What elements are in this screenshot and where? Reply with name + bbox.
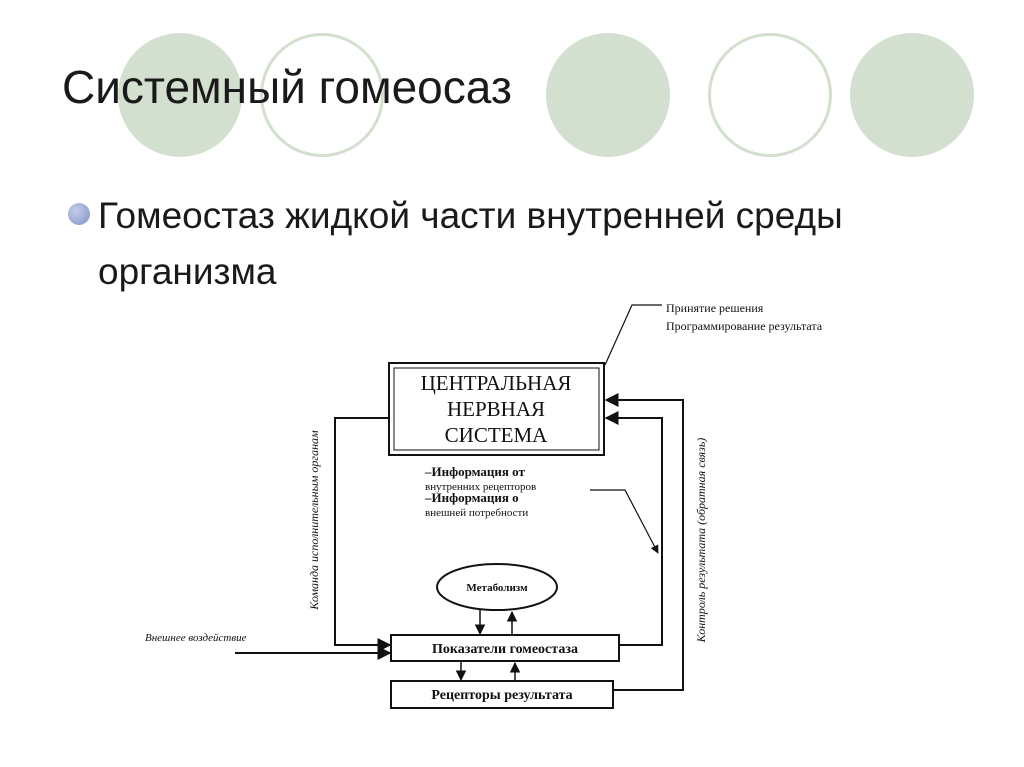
cns-box-inner [393, 367, 600, 451]
decor-circle-2 [260, 33, 384, 157]
cns-box [388, 362, 605, 456]
result-receptors-label: Рецепторы результата [431, 688, 572, 703]
cns-line-3: СИСТЕМА [445, 423, 549, 447]
left-vertical-label: Команда исполнительным органам [307, 430, 321, 611]
metabolism-ellipse [436, 563, 558, 611]
decision-pointer [604, 304, 662, 366]
indicators-feedback-arrow [604, 411, 663, 646]
receptors-feedback-arrow [604, 393, 684, 691]
bullet-icon [68, 203, 90, 225]
cns-line-2: НЕРВНАЯ [447, 397, 545, 421]
decor-circle-3 [546, 33, 670, 157]
decor-circle-4 [708, 33, 832, 157]
external-influence-label: Внешнее воздействие [145, 632, 247, 644]
info-external-line-1: –Информация о [424, 490, 519, 505]
info-internal-line-2: внутренних рецепторов [425, 481, 536, 493]
decor-circle-5 [850, 33, 974, 157]
slide-title: Системный гомеосаз [62, 61, 512, 113]
decision-line-2: Программирование результата [666, 319, 823, 333]
info-external-line-2: внешней потребности [425, 507, 528, 519]
metabolism-label: Метаболизм [466, 582, 528, 594]
decision-line-1: Принятие решения [666, 301, 764, 315]
decor-circle-1 [118, 33, 242, 157]
cns-line-1: ЦЕНТРАЛЬНАЯ [421, 371, 572, 395]
info-internal-line-1: –Информация от [424, 464, 525, 479]
info-pointer [590, 489, 659, 554]
homeostasis-indicators-label: Показатели гомеостаза [432, 642, 578, 657]
right-vertical-label: Контроль результата (обратная связь) [694, 438, 708, 644]
result-receptors-box [390, 680, 614, 709]
bullet-text: Гомеостаз жидкой части внутренней среды … [98, 195, 843, 292]
command-arrow [334, 417, 392, 652]
